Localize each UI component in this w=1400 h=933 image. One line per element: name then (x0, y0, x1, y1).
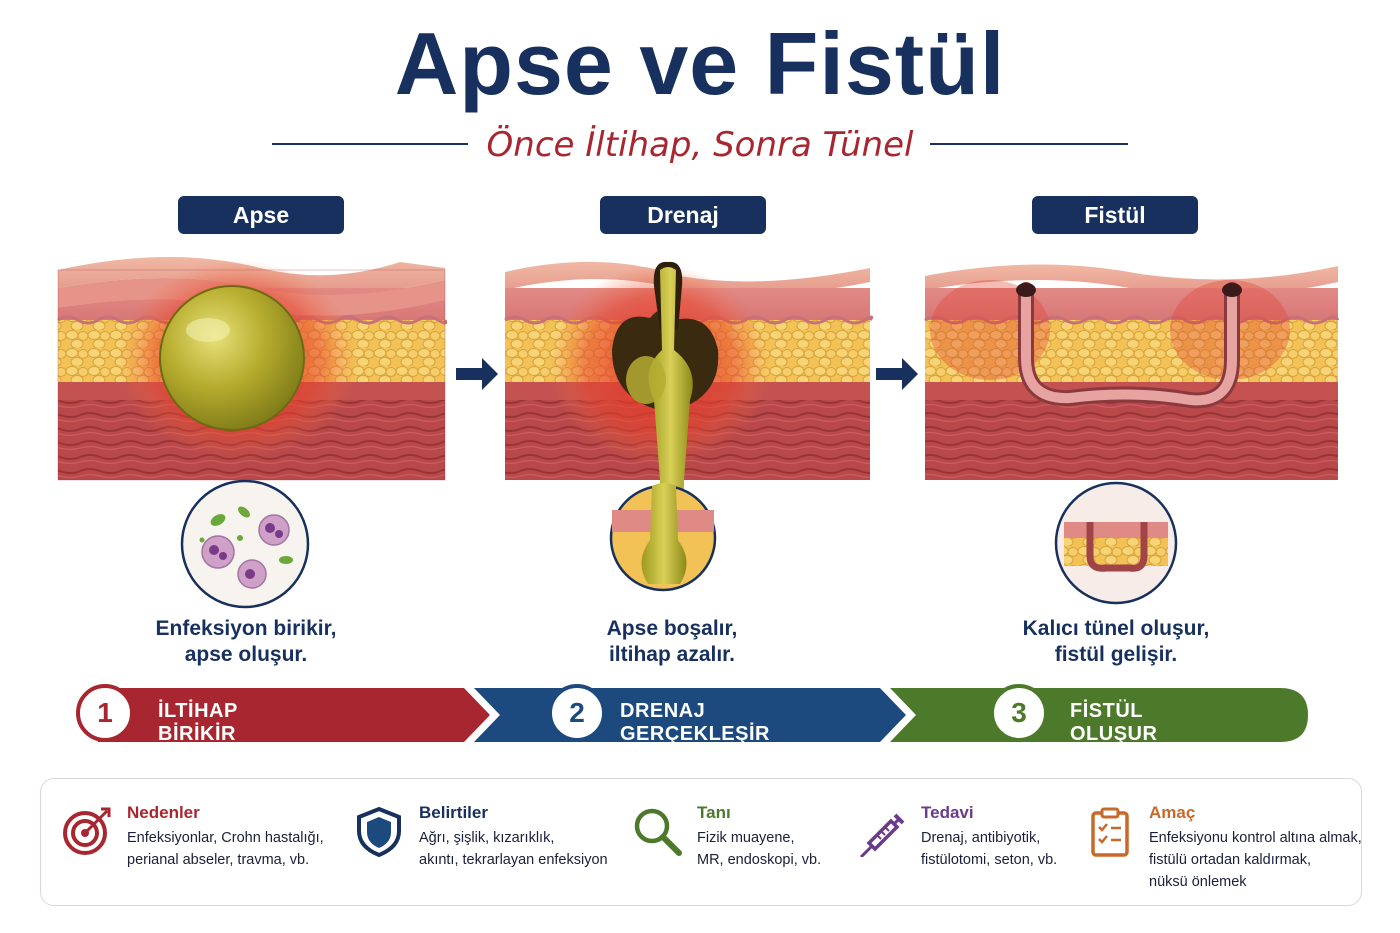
caption-line: fistül gelişir. (1054, 643, 1178, 666)
zoom-circle-drainage (609, 483, 717, 592)
shield-icon (357, 806, 401, 857)
step-number-2: 2 (548, 684, 606, 742)
step-arrow-1 (98, 688, 490, 742)
info-text: Drenaj, antibiyotik, fistülotomi, seton,… (921, 827, 1057, 871)
tissue-block-fistul (924, 264, 1340, 480)
zoom-circle-bacteria (180, 479, 310, 609)
info-title: Nedenler (127, 803, 200, 822)
step-label-3: FİSTÜL OLUŞUR (1070, 700, 1158, 745)
tissue-illustrations (57, 256, 1340, 609)
info-text: Enfeksiyonu kontrol altına almak, fistül… (1149, 827, 1362, 893)
caption-line: Apse boşalır, (606, 617, 738, 640)
info-line: Enfeksiyonlar, Crohn hastalığı, (127, 830, 324, 846)
info-line: Drenaj, antibiyotik, (921, 830, 1041, 846)
syringe-icon (859, 813, 905, 857)
step-label-2: DRENAJ GERÇEKLEŞİR (620, 700, 770, 745)
caption-line: apse oluşur. (184, 643, 308, 666)
info-line: nüksü önlemek (1149, 874, 1247, 890)
stage-label-fistul: Fistül (1032, 196, 1198, 234)
page-title: Apse ve Fistül (394, 14, 1006, 113)
tissue-block-drenaj (504, 261, 874, 540)
info-panel: Nedenler Enfeksiyonlar, Crohn hastalığı,… (40, 778, 1362, 906)
info-line: MR, endoskopi, vb. (697, 852, 822, 868)
info-title: Amaç (1149, 803, 1196, 822)
info-line: Enfeksiyonu kontrol altına almak, (1149, 830, 1362, 846)
target-icon (63, 807, 111, 855)
info-line: Ağrı, şişlik, kızarıklık, (419, 830, 555, 846)
info-line: perianal abseler, travma, vb. (127, 852, 310, 868)
magnifier-icon (634, 808, 682, 856)
step-label-1: İLTİHAP BİRİKİR (158, 700, 238, 745)
subtitle-divider-left (272, 143, 468, 145)
caption-line: Kalıcı tünel oluşur, (1022, 617, 1210, 640)
caption-line: iltihap azalır. (608, 643, 736, 666)
info-line: fistülotomi, seton, vb. (921, 852, 1058, 868)
caption-line: Enfeksiyon birikir, (155, 617, 337, 640)
info-text: Fizik muayene, MR, endoskopi, vb. (697, 827, 821, 871)
stage-caption-fistul: Kalıcı tünel oluşur, fistül gelişir. (966, 616, 1266, 668)
zoom-circle-fistula (1054, 481, 1178, 605)
stage-caption-drenaj: Apse boşalır, iltihap azalır. (522, 616, 822, 668)
arrow-right-icon (876, 358, 918, 390)
info-line: fistülü ortadan kaldırmak, (1149, 852, 1311, 868)
info-text: Ağrı, şişlik, kızarıklık, akıntı, tekrar… (419, 827, 608, 871)
info-text: Enfeksiyonlar, Crohn hastalığı, perianal… (127, 827, 324, 871)
clipboard-icon (1091, 807, 1129, 857)
stage-label-apse: Apse (178, 196, 344, 234)
subtitle-row: Önce İltihap, Sonra Tünel (0, 120, 1400, 170)
stage-caption-apse: Enfeksiyon birikir, apse oluşur. (96, 616, 396, 668)
arrow-right-icon (456, 358, 498, 390)
info-title: Tanı (697, 803, 731, 822)
info-title: Tedavi (921, 803, 974, 822)
info-line: Fizik muayene, (697, 830, 795, 846)
info-line: akıntı, tekrarlayan enfeksiyon (419, 852, 608, 868)
step-number-1: 1 (76, 684, 134, 742)
step-number-3: 3 (990, 684, 1048, 742)
tissue-block-apse (57, 256, 448, 481)
stage-label-drenaj: Drenaj (600, 196, 766, 234)
info-title: Belirtiler (419, 803, 488, 822)
subtitle-divider-right (930, 143, 1128, 145)
page-subtitle: Önce İltihap, Sonra Tünel (486, 125, 914, 165)
